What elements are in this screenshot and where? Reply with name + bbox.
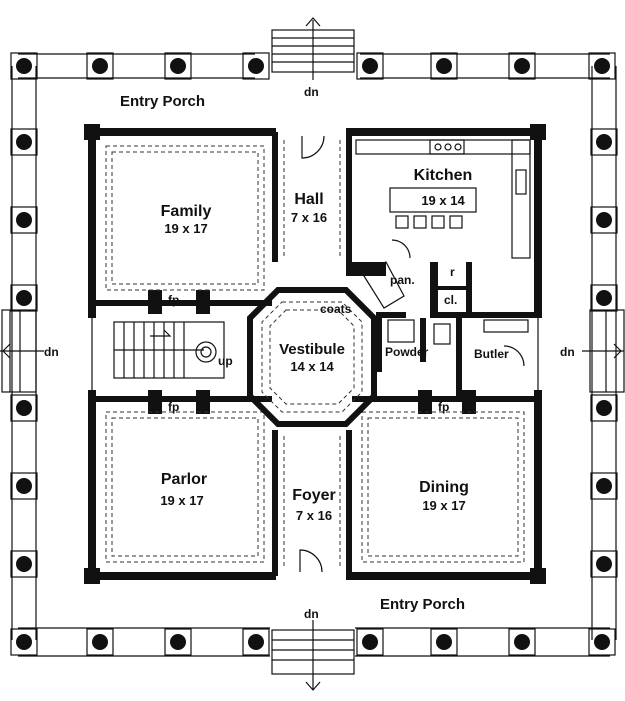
porch-column <box>590 394 618 422</box>
porch-column-core <box>596 400 612 416</box>
porch-column-core <box>16 134 32 150</box>
porch-column-core <box>594 58 610 74</box>
porch-column <box>508 52 536 80</box>
porch-column <box>86 52 114 80</box>
south-steps <box>271 620 355 691</box>
porch-column-core <box>596 290 612 306</box>
porch-column-core <box>16 400 32 416</box>
kitchen-fixtures <box>355 139 531 345</box>
north-porch-label: Entry Porch <box>120 93 205 110</box>
closet-label: cl. <box>444 293 457 307</box>
porch-column-core <box>596 478 612 494</box>
parlor-fireplace-label: fp <box>168 400 179 414</box>
south-porch-label: Entry Porch <box>380 596 465 613</box>
porch-column <box>10 394 38 422</box>
foyer-size: 7 x 16 <box>296 508 332 523</box>
porch-column <box>588 52 616 80</box>
south-stair-down-label: dn <box>304 607 319 621</box>
porch-column-core <box>514 58 530 74</box>
porch-column-core <box>436 634 452 650</box>
porch-column <box>588 628 616 656</box>
porch-column-core <box>514 634 530 650</box>
porch-column <box>10 128 38 156</box>
porch-column <box>430 52 458 80</box>
family-name: Family <box>161 203 212 220</box>
west-stair-down-label: dn <box>44 345 59 359</box>
porch-column <box>10 52 38 80</box>
porch-columns <box>10 52 618 656</box>
family-size: 19 x 17 <box>164 221 207 236</box>
north-steps <box>271 17 355 80</box>
porch-column-core <box>436 58 452 74</box>
east-stair-down-label: dn <box>560 345 575 359</box>
porch-column-core <box>170 58 186 74</box>
porch-column <box>242 628 270 656</box>
porch-column-core <box>16 556 32 572</box>
porch-column <box>10 206 38 234</box>
north-stair-down-label: dn <box>304 85 319 99</box>
interior-walls <box>96 132 534 576</box>
porch-column <box>10 284 38 312</box>
porch-column <box>10 550 38 578</box>
hall-name: Hall <box>294 191 323 208</box>
kitchen-size: 19 x 14 <box>421 193 465 208</box>
porch-column-core <box>16 290 32 306</box>
kitchen-name: Kitchen <box>414 167 473 184</box>
parlor-size: 19 x 17 <box>160 493 203 508</box>
porch-column <box>590 472 618 500</box>
hall-size: 7 x 16 <box>291 210 327 225</box>
porch-column-core <box>596 556 612 572</box>
porch-column-core <box>16 58 32 74</box>
pantry-label: pan. <box>390 273 415 287</box>
porch-column <box>590 284 618 312</box>
coats-label: coats <box>320 302 352 316</box>
stair-up-label: up <box>218 354 233 368</box>
porch-column-core <box>16 634 32 650</box>
porch-column <box>10 472 38 500</box>
dining-name: Dining <box>419 479 469 496</box>
porch-column-core <box>248 58 264 74</box>
porch-column-core <box>16 212 32 228</box>
porch-column-core <box>596 212 612 228</box>
porch-column <box>590 206 618 234</box>
refrigerator-label: r <box>450 265 455 279</box>
dining-size: 19 x 17 <box>422 498 465 513</box>
porch-column-core <box>16 478 32 494</box>
room-trim <box>105 140 525 568</box>
porch-column <box>356 52 384 80</box>
porch-column-core <box>248 634 264 650</box>
porch-column-core <box>362 58 378 74</box>
porch-column <box>356 628 384 656</box>
vestibule-size: 14 x 14 <box>290 359 334 374</box>
main-stair <box>113 321 225 379</box>
porch-column-core <box>92 58 108 74</box>
foyer-name: Foyer <box>292 487 336 504</box>
vestibule-octagon <box>247 287 377 427</box>
exterior-walls <box>84 124 546 584</box>
porch-column-core <box>92 634 108 650</box>
porch-column <box>590 128 618 156</box>
doors <box>299 135 525 573</box>
west-steps <box>0 309 44 393</box>
porch-column-core <box>594 634 610 650</box>
porch-column <box>242 52 270 80</box>
porch-column <box>508 628 536 656</box>
porch-column <box>164 628 192 656</box>
vestibule-name: Vestibule <box>279 341 345 358</box>
porch-column <box>86 628 114 656</box>
parlor-name: Parlor <box>161 471 207 488</box>
porch-column <box>164 52 192 80</box>
porch-column-core <box>170 634 186 650</box>
powder-label: Powder <box>385 345 429 359</box>
dining-fireplace-label: fp <box>438 400 449 414</box>
porch-column <box>590 550 618 578</box>
east-steps <box>582 309 625 393</box>
butler-label: Butler <box>474 347 509 361</box>
porch-column-core <box>362 634 378 650</box>
porch-column <box>430 628 458 656</box>
porch-column <box>10 628 38 656</box>
porch-column-core <box>596 134 612 150</box>
family-fireplace-label: fp <box>168 293 179 307</box>
